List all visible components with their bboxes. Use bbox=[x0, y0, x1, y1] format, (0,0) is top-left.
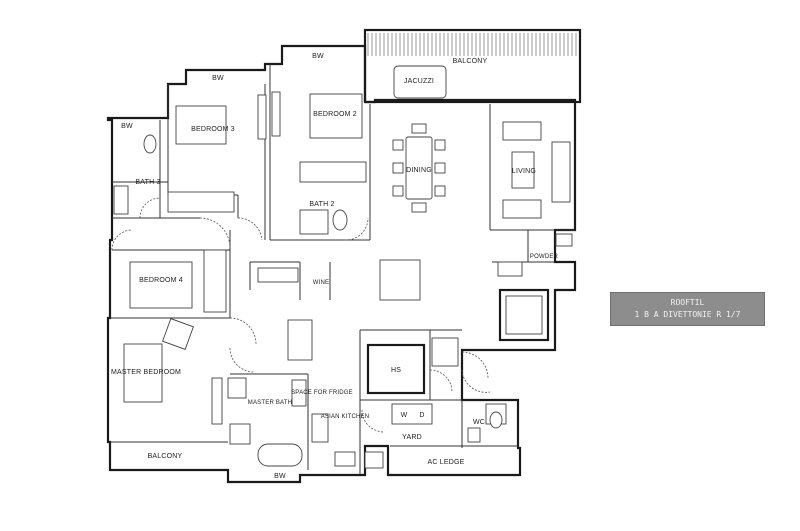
sofa-bottom bbox=[502, 199, 542, 219]
balcony-top-area bbox=[363, 28, 582, 104]
balcony-top-label: BALCONY bbox=[453, 58, 488, 65]
bath-2-label: BATH 2 bbox=[309, 201, 334, 208]
bedroom-4-label: BEDROOM 4 bbox=[139, 277, 183, 284]
door-swings bbox=[111, 197, 491, 433]
dryer-label: D bbox=[419, 412, 424, 419]
dining-table bbox=[405, 136, 433, 200]
bed-master bbox=[123, 343, 163, 403]
bedroom-3-label: BEDROOM 3 bbox=[191, 126, 235, 133]
bw-label-1: BW bbox=[212, 75, 224, 82]
living-label: LIVING bbox=[512, 168, 536, 175]
hs-label: HS bbox=[391, 367, 401, 374]
unit-badge-line2: 1 B A DIVETTONIE R 1/7 bbox=[634, 310, 741, 319]
balcony-bottom-label: BALCONY bbox=[148, 453, 183, 460]
ac-ledge-label: AC LEDGE bbox=[428, 459, 465, 466]
sofa-side bbox=[551, 141, 571, 203]
coffee-table bbox=[511, 151, 535, 189]
jacuzzi-tub bbox=[393, 65, 447, 99]
room-labels: BALCONY JACUZZI BW BW BW BW BEDROOM 3 BE… bbox=[111, 53, 559, 480]
master-bath-label: MASTER BATH bbox=[248, 400, 292, 406]
bed-bedroom-3 bbox=[175, 105, 227, 145]
asian-kitchen-label: ASIAN KITCHEN bbox=[321, 414, 370, 420]
bw-label-3: BW bbox=[121, 123, 133, 130]
lift-box bbox=[498, 288, 550, 342]
unit-badge-line1: ROOFTIL bbox=[670, 298, 705, 307]
bed-bedroom-4 bbox=[129, 261, 193, 309]
yard-label: YARD bbox=[402, 434, 422, 441]
unit-badge: ROOFTIL 1 B A DIVETTONIE R 1/7 bbox=[610, 292, 765, 326]
space-for-fridge-label: SPACE FOR FRIDGE bbox=[291, 390, 353, 396]
wardrobe-bedroom-4 bbox=[203, 249, 227, 313]
dining-label: DINING bbox=[406, 167, 432, 174]
exterior-walls bbox=[106, 44, 577, 484]
bed-bedroom-2 bbox=[309, 93, 363, 139]
sofa-top bbox=[502, 121, 542, 141]
bw-label-2: BW bbox=[312, 53, 324, 60]
jacuzzi-label: JACUZZI bbox=[404, 78, 434, 85]
bedroom-2-label: BEDROOM 2 bbox=[313, 111, 357, 118]
bath-3-label: BATH 3 bbox=[135, 179, 160, 186]
bathtub bbox=[257, 443, 303, 467]
bw-label-bottom: BW bbox=[274, 473, 286, 480]
washer-label: W bbox=[401, 412, 408, 419]
wc-label: WC bbox=[473, 419, 485, 426]
powder-label: POWDER bbox=[530, 254, 559, 260]
master-bedroom-label: MASTER BEDROOM bbox=[111, 369, 181, 376]
wardrobe-bedroom-3 bbox=[167, 191, 235, 213]
furniture bbox=[113, 91, 573, 469]
wine-label: WINE bbox=[313, 280, 329, 286]
